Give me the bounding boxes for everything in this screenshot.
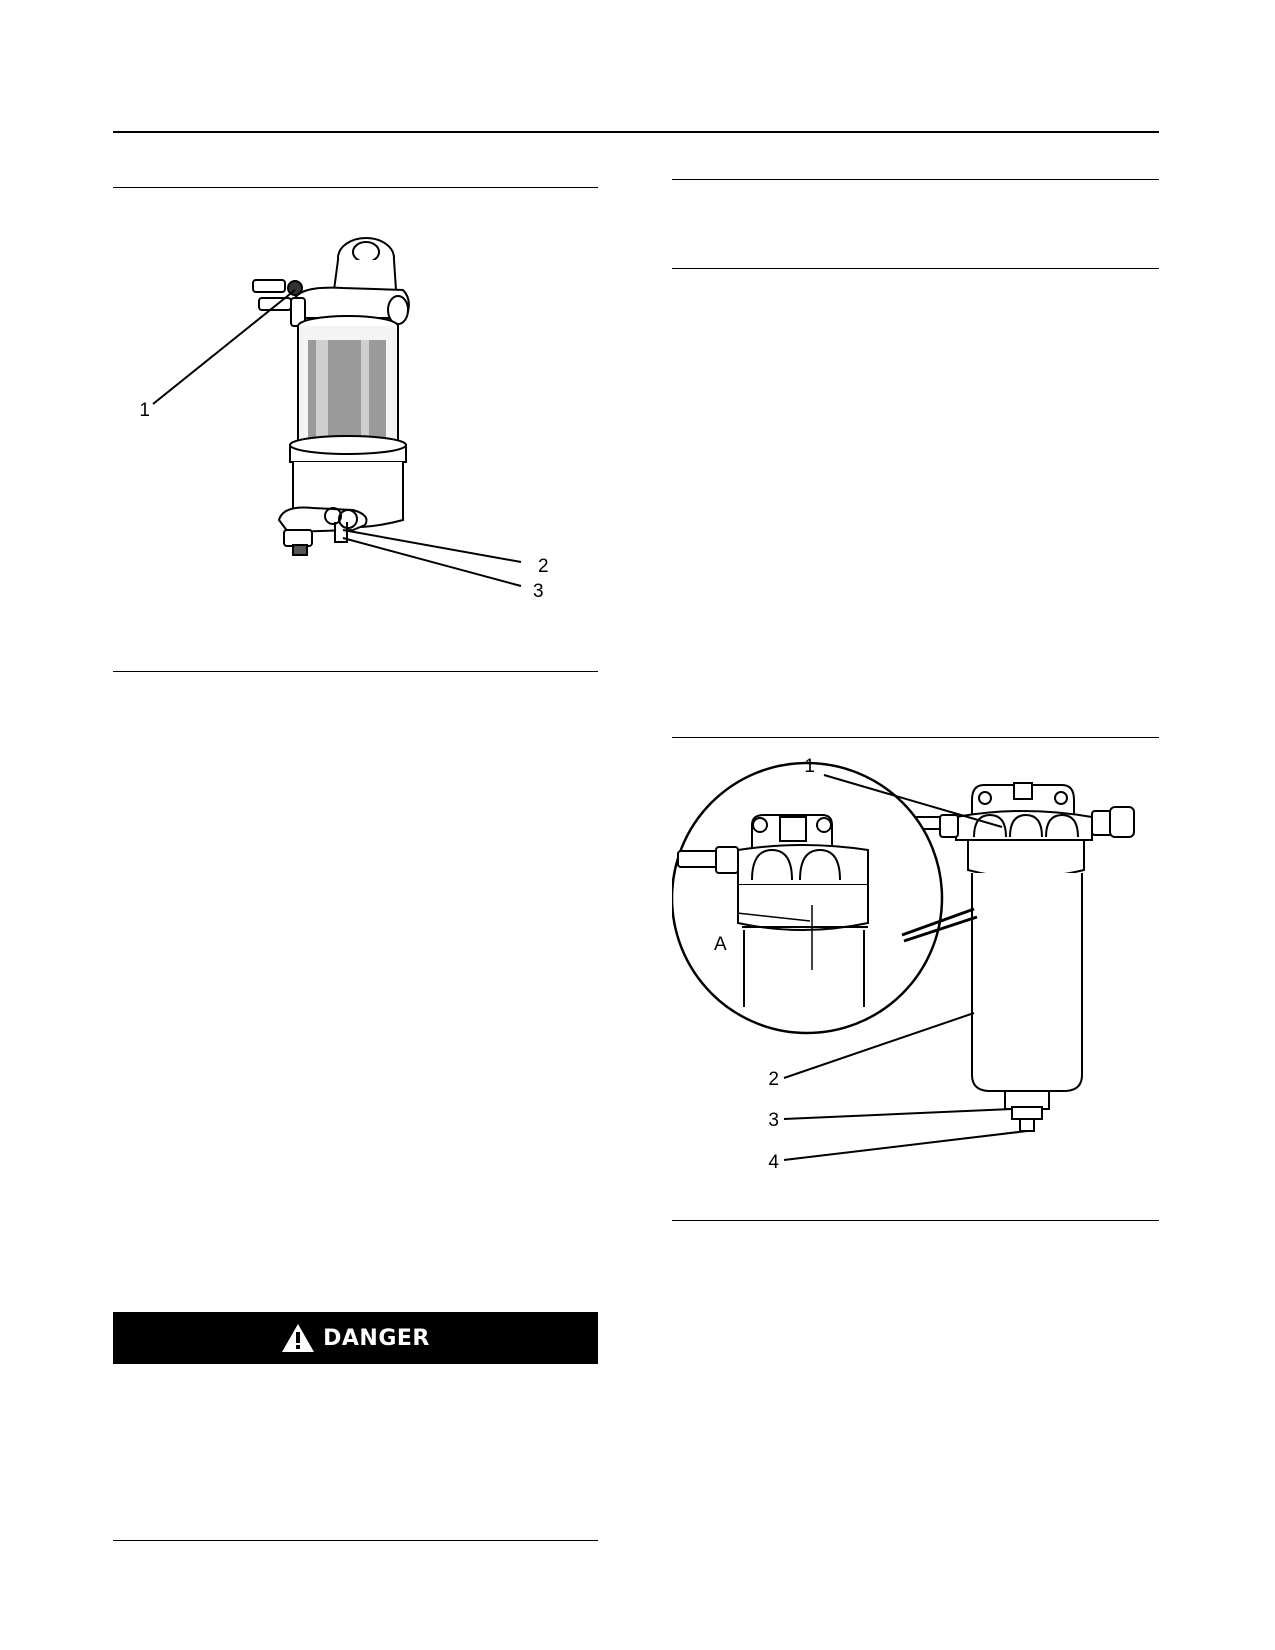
danger-label: DANGER bbox=[323, 1325, 430, 1351]
callout-2: 2 bbox=[768, 1069, 779, 1090]
left-bottom-rule bbox=[113, 1540, 598, 1541]
right-section-second-rule bbox=[672, 268, 1159, 269]
right-section-top-rule bbox=[672, 179, 1159, 180]
fuel-filter-illustration: 1 2 3 bbox=[139, 237, 549, 602]
right-figure-top-rule bbox=[672, 737, 1159, 738]
water-separator-illustration: 1 A 2 3 4 bbox=[672, 756, 1135, 1173]
callout-1: 1 bbox=[804, 756, 815, 777]
danger-banner: DANGER bbox=[113, 1312, 598, 1364]
callout-3: 3 bbox=[768, 1110, 779, 1131]
callout-1: 1 bbox=[139, 400, 150, 421]
left-figure-top-rule bbox=[113, 187, 598, 188]
warning-triangle-icon bbox=[282, 1324, 315, 1352]
header-rule bbox=[113, 131, 1159, 133]
callout-2: 2 bbox=[538, 556, 549, 577]
right-figure-bottom-rule bbox=[672, 1220, 1159, 1221]
callout-3: 3 bbox=[533, 581, 544, 602]
callout-detail-a: A bbox=[714, 934, 727, 955]
left-figure-bottom-rule bbox=[113, 671, 598, 672]
callout-4: 4 bbox=[768, 1152, 779, 1173]
